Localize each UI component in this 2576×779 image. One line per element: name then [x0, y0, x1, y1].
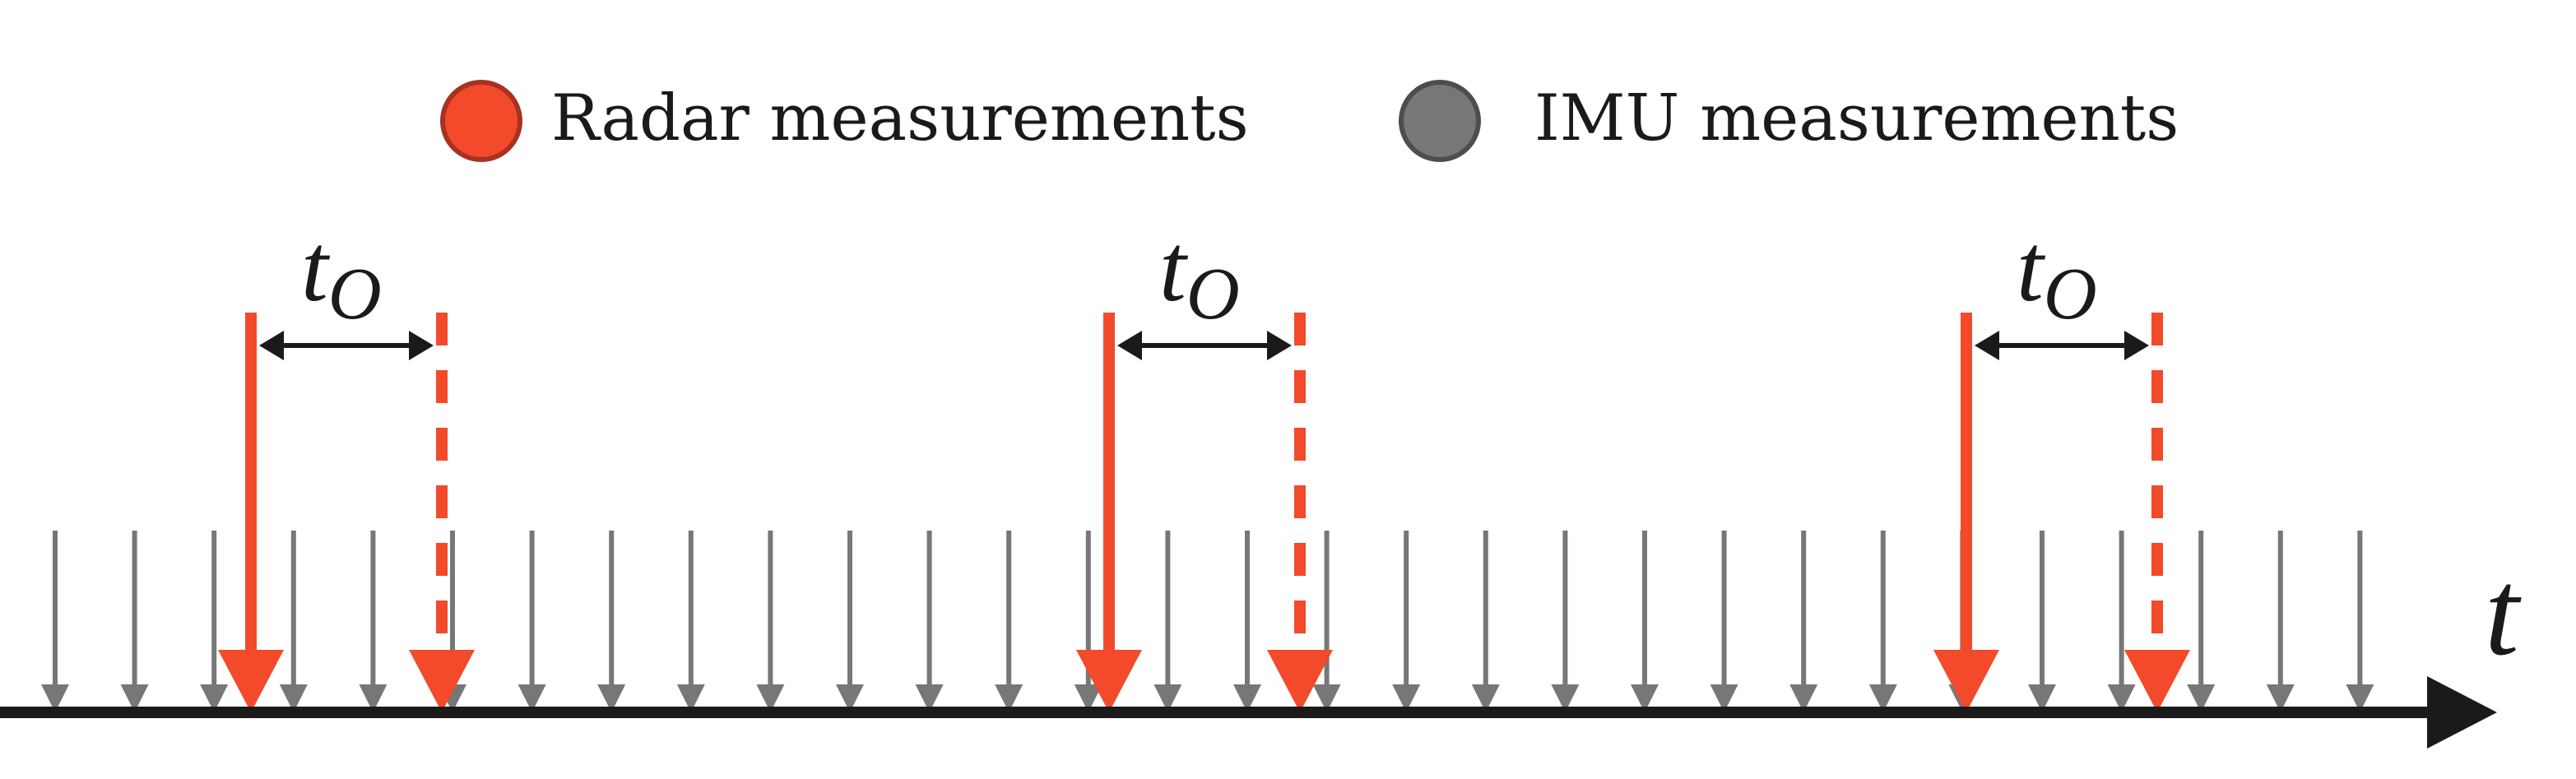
imu-measurements: [41, 531, 2374, 712]
imu-measurement-arrow: [1153, 531, 1182, 712]
imu-measurement-arrow: [995, 531, 1023, 712]
imu-measurement-arrow: [1312, 531, 1341, 712]
imu-measurement-arrow: [2107, 531, 2136, 712]
offset-arrow: [1117, 331, 1292, 360]
radar-measurement-pair: tO: [1076, 214, 1333, 712]
offset-label: tO: [301, 214, 382, 335]
radar-measurement-pair: tO: [218, 214, 475, 712]
offset-label-main: t: [301, 214, 331, 322]
imu-measurement-arrow: [279, 531, 308, 712]
imu-measurement-arrow: [915, 531, 944, 712]
offset-label-main: t: [1159, 214, 1189, 322]
offset-label-subscript: O: [1186, 253, 1240, 335]
radar-arrow-solid: [1076, 313, 1142, 712]
offset-label: tO: [1159, 214, 1240, 335]
imu-measurement-arrow: [41, 531, 69, 712]
offset-label-subscript: O: [328, 253, 382, 335]
imu-measurement-arrow: [836, 531, 864, 712]
imu-measurement-arrow: [1789, 531, 1818, 712]
imu-measurement-arrow: [120, 531, 149, 712]
radar-arrow-dashed: [2124, 313, 2190, 712]
offset-label-subscript: O: [2044, 253, 2097, 335]
offset-arrow: [259, 331, 434, 360]
imu-measurement-arrow: [2028, 531, 2056, 712]
legend: Radar measurements IMU measurements: [440, 80, 2179, 162]
imu-legend-label: IMU measurements: [1534, 81, 2179, 155]
imu-legend-swatch: [1399, 80, 1481, 162]
imu-measurement-arrow: [2187, 531, 2216, 712]
offset-arrow: [1975, 331, 2149, 360]
imu-measurement-arrow: [676, 531, 705, 712]
imu-measurement-arrow: [518, 531, 546, 712]
imu-measurement-arrow: [597, 531, 626, 712]
offset-label: tO: [2017, 214, 2097, 335]
imu-measurement-arrow: [1471, 531, 1500, 712]
imu-measurement-arrow: [1392, 531, 1421, 712]
radar-arrow-solid: [1933, 313, 1999, 712]
radar-legend-label: Radar measurements: [551, 81, 1249, 155]
imu-measurement-arrow: [1551, 531, 1580, 712]
radar-arrow-dashed: [409, 313, 475, 712]
time-axis-label: t: [2485, 545, 2522, 681]
offset-label-main: t: [2017, 214, 2046, 322]
imu-measurement-arrow: [1868, 531, 1897, 712]
radar-arrow-dashed: [1267, 313, 1333, 712]
imu-measurement-arrow: [2346, 531, 2374, 712]
imu-measurement-arrow: [2266, 531, 2295, 712]
time-axis: t: [0, 545, 2522, 749]
imu-measurement-arrow: [200, 531, 229, 712]
radar-arrow-solid: [218, 313, 284, 712]
imu-measurement-arrow: [1710, 531, 1738, 712]
imu-measurement-arrow: [1631, 531, 1659, 712]
imu-measurement-arrow: [756, 531, 785, 712]
radar-legend-swatch: [440, 80, 522, 162]
radar-measurement-pair: tO: [1933, 214, 2190, 712]
time-axis-arrowhead: [2427, 676, 2497, 749]
imu-measurement-arrow: [359, 531, 388, 712]
imu-measurement-arrow: [1233, 531, 1261, 712]
